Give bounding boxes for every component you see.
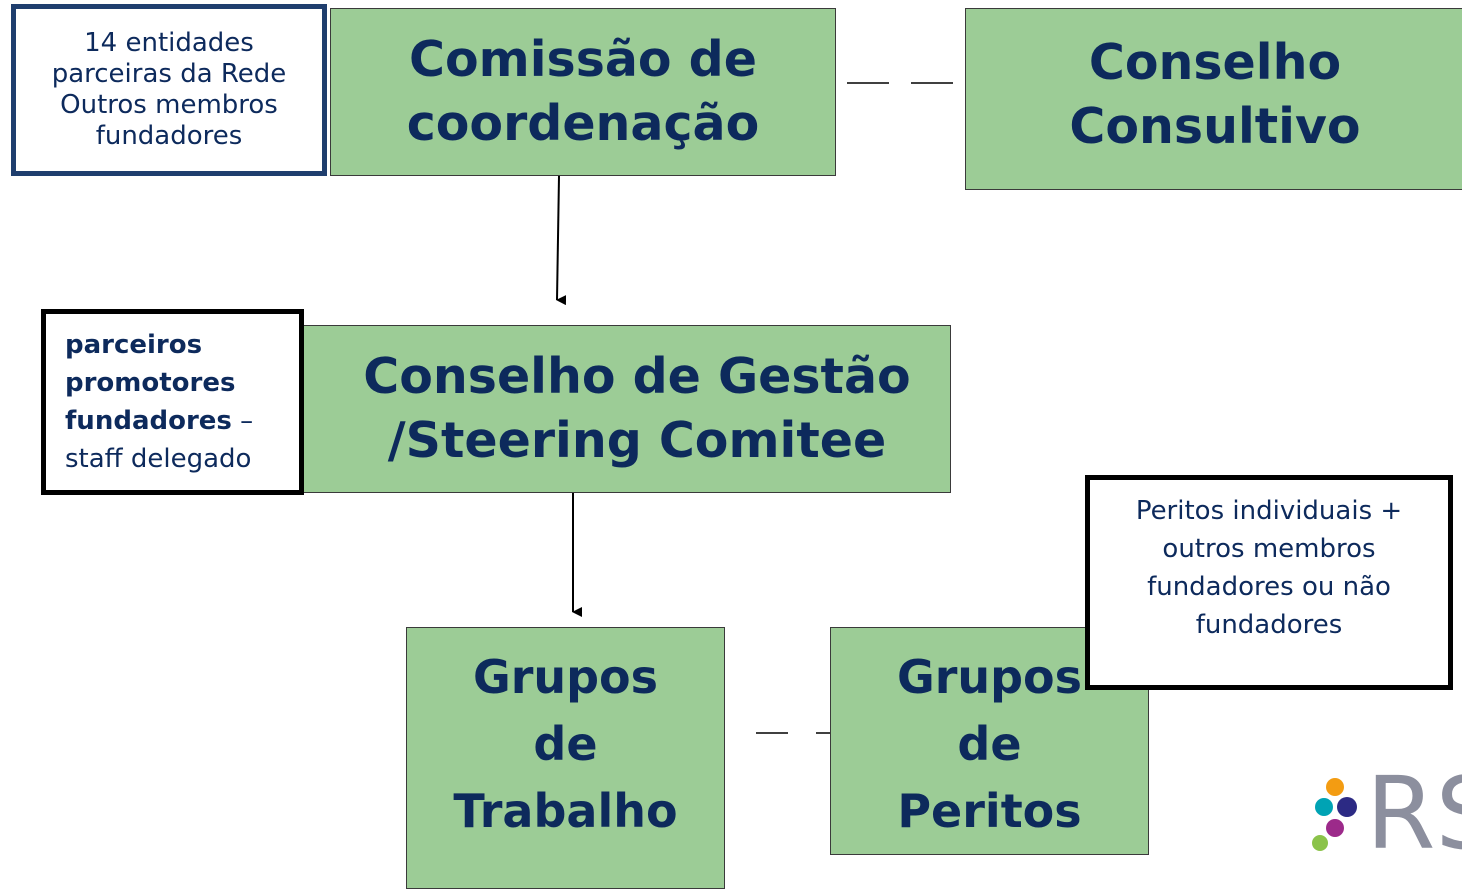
parceiros-note-box: parceiros promotores fundadores – staff … — [41, 309, 304, 495]
entidades-note-box: 14 entidades parceiras da Rede Outros me… — [11, 4, 327, 176]
logo-dot-green — [1312, 835, 1328, 851]
conselho-consultivo-box: Conselho Consultivo — [965, 8, 1462, 190]
entidades-note-text: 14 entidades parceiras da Rede Outros me… — [51, 28, 287, 151]
parceiros-note-rest-text: – staff delegado — [65, 406, 254, 474]
comissao-coordenacao-label: Comissão de coordenação — [406, 31, 760, 152]
grupos-trabalho-box: Grupos de Trabalho — [406, 627, 725, 889]
logo-dot-teal — [1315, 798, 1333, 816]
logo-text: RS — [1366, 755, 1462, 872]
conselho-gestao-box: Conselho de Gestão /Steering Comitee — [293, 325, 951, 493]
logo-dot-purple — [1326, 819, 1344, 837]
logo-dots-icon — [1312, 778, 1357, 851]
parceiros-note-bold-text: parceiros promotores fundadores — [65, 330, 236, 436]
grupos-peritos-box: Grupos de Peritos — [830, 627, 1149, 855]
arrow-comissao-to-gestao — [556, 175, 567, 306]
peritos-note-text: Peritos individuais + outros membros fun… — [1135, 496, 1403, 640]
logo-dot-navy — [1337, 797, 1357, 817]
grupos-peritos-label: Grupos de Peritos — [896, 650, 1083, 838]
grupos-trabalho-label: Grupos de Trabalho — [453, 650, 678, 838]
conselho-consultivo-label: Conselho Consultivo — [1069, 34, 1361, 155]
comissao-coordenacao-box: Comissão de coordenação — [330, 8, 836, 176]
rs-logo: RS — [1308, 764, 1462, 872]
peritos-note-box: Peritos individuais + outros membros fun… — [1085, 475, 1453, 690]
conselho-gestao-label: Conselho de Gestão /Steering Comitee — [363, 348, 911, 469]
logo-dot-orange — [1326, 778, 1344, 796]
